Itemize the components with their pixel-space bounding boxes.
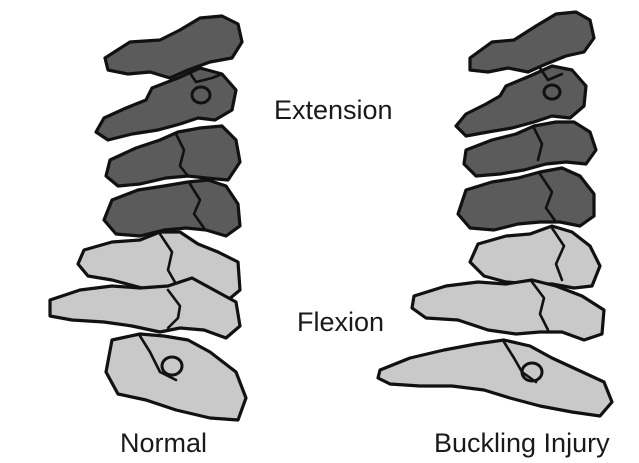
normal-c1-vertebra	[105, 16, 242, 78]
buckling-c5-vertebra	[470, 226, 600, 288]
buckling-spine	[378, 12, 612, 416]
extension-label: Extension	[274, 97, 393, 124]
normal-caption: Normal	[120, 430, 207, 457]
normal-c7-vertebra	[106, 334, 246, 420]
buckling-c7-vertebra	[378, 340, 612, 416]
buckling-injury-caption: Buckling Injury	[434, 430, 610, 457]
normal-spine	[50, 16, 246, 420]
flexion-label: Flexion	[297, 309, 384, 336]
buckling-c1-vertebra	[470, 12, 594, 72]
normal-c4-vertebra	[104, 180, 240, 236]
normal-c6-vertebra	[50, 278, 240, 338]
